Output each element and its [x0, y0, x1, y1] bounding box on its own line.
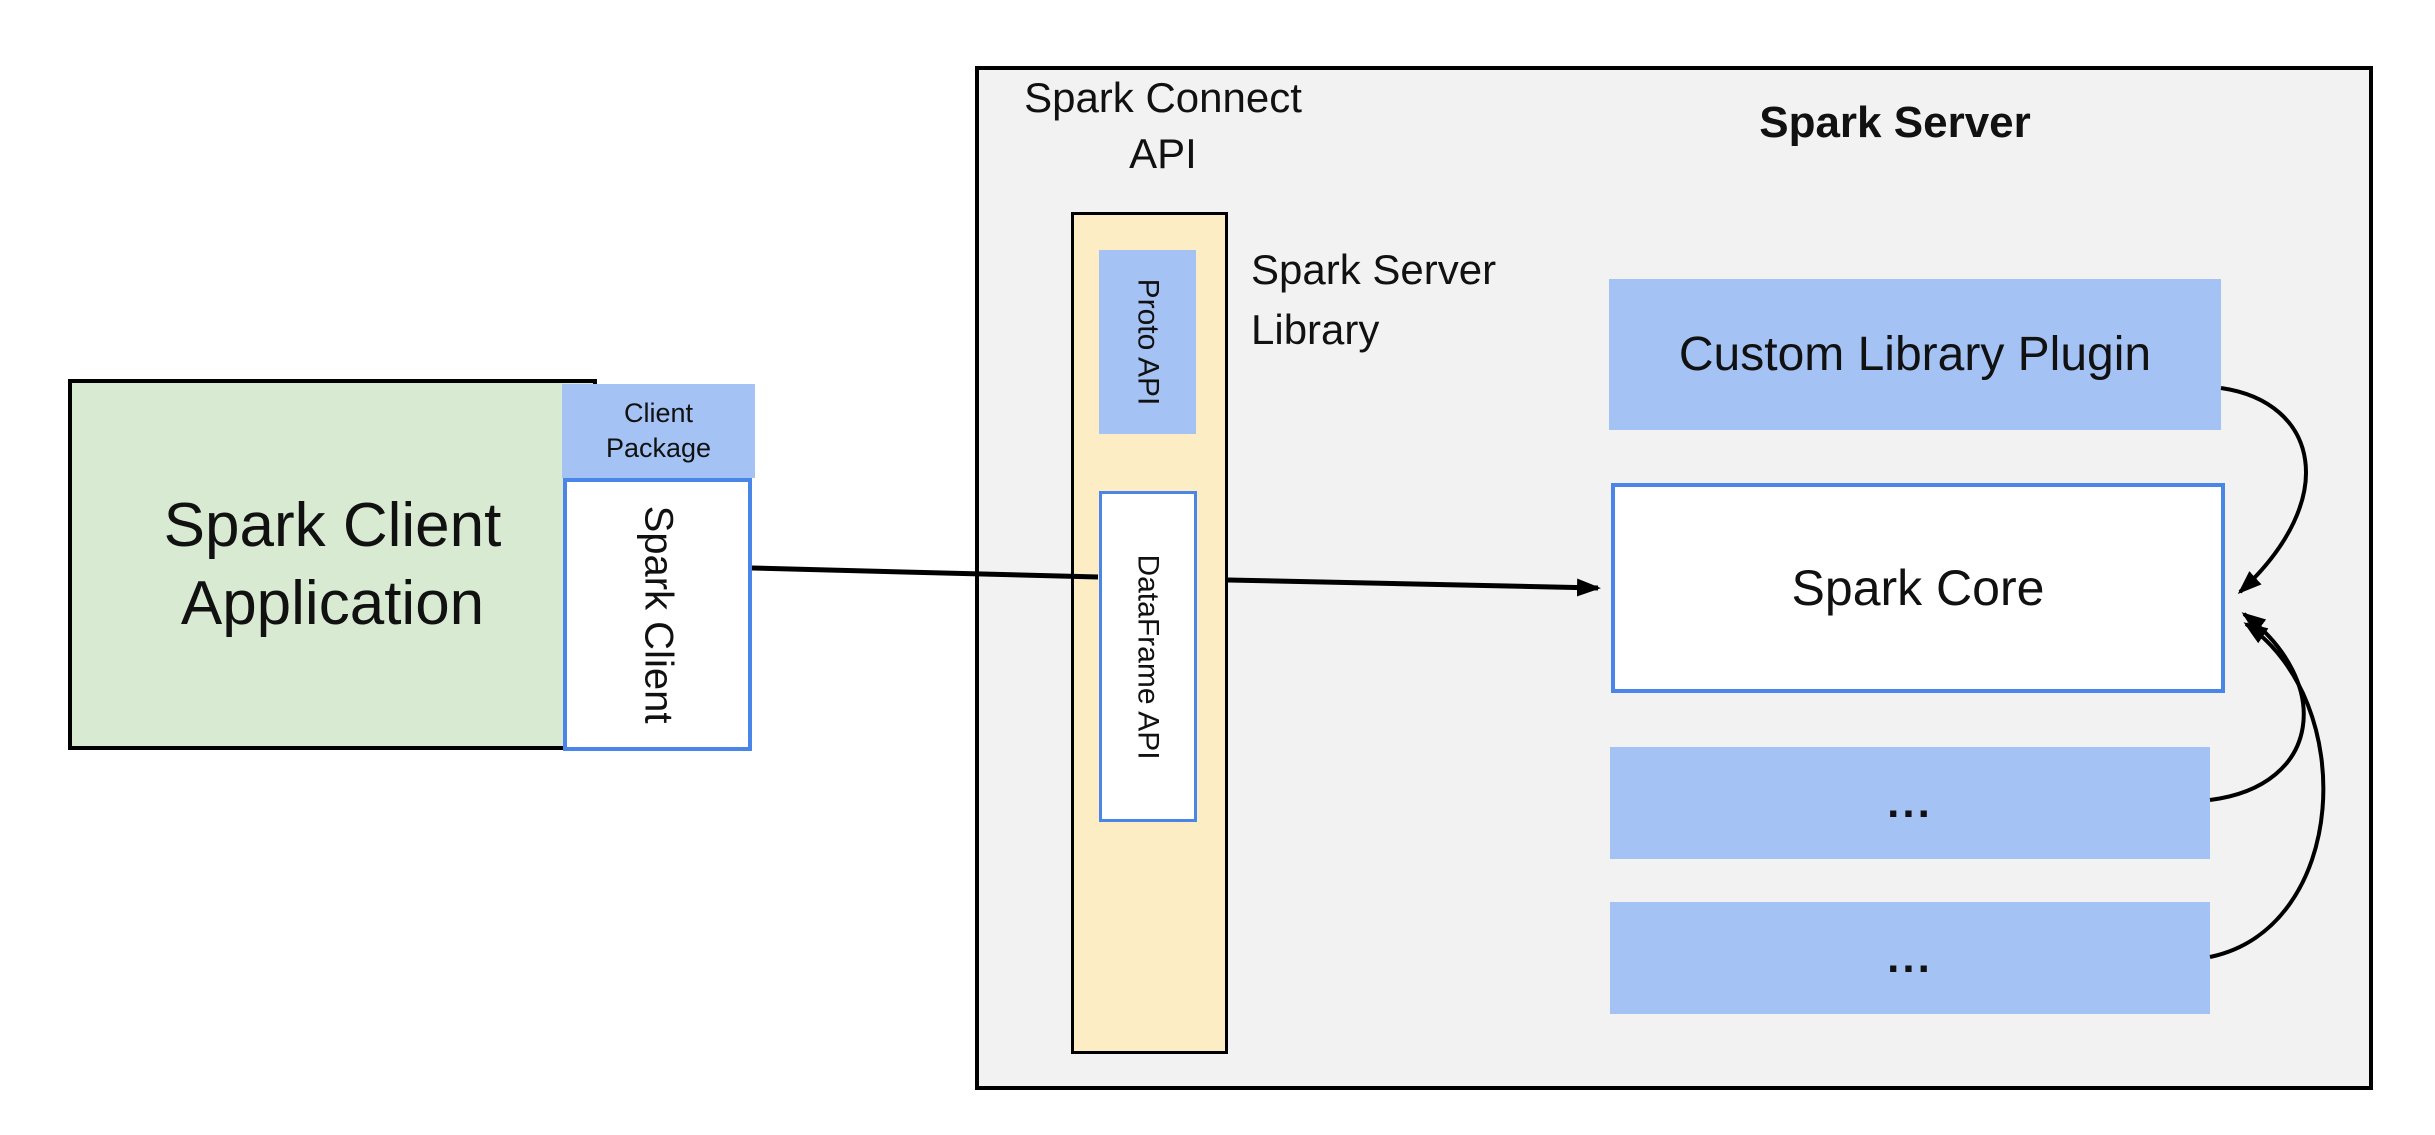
client-package-box: Client Package [562, 384, 755, 478]
spark-connect-api-label-line1: Spark Connect [1024, 74, 1302, 121]
client-package-label-line2: Package [605, 433, 712, 463]
custom-library-plugin-label: Custom Library Plugin [1678, 328, 2152, 381]
plugin-placeholder-box-2: ... [1610, 902, 2210, 1014]
proto-api-label: Proto API [1131, 278, 1165, 406]
spark-connect-api-label-line2: API [1129, 130, 1197, 177]
custom-library-plugin-box: Custom Library Plugin [1609, 279, 2221, 430]
spark-server-library-label: Spark Server Library [1251, 240, 1671, 360]
spark-server-library-label-line2: Library [1251, 306, 1380, 353]
proto-api-box: Proto API [1099, 250, 1196, 434]
spark-core-label: Spark Core [1791, 560, 2045, 616]
spark-core-box: Spark Core [1611, 483, 2225, 693]
dataframe-api-label: DataFrame API [1132, 553, 1166, 760]
spark-client-box: Spark Client [563, 478, 752, 751]
client-package-label-line1: Client [623, 398, 694, 428]
plugin-placeholder-label-2: ... [1887, 933, 1933, 982]
plugin-placeholder-box-1: ... [1610, 747, 2210, 859]
spark-client-application-label-line1: Spark Client [163, 490, 502, 560]
spark-client-label: Spark Client [636, 505, 680, 724]
spark-client-application-label-line2: Application [180, 568, 485, 638]
spark-connect-api-label: Spark Connect API [1013, 70, 1313, 182]
plugin-placeholder-label-1: ... [1887, 778, 1933, 827]
spark-server-library-label-line1: Spark Server [1251, 246, 1497, 293]
spark-client-application-box: Spark Client Application [68, 379, 597, 750]
dataframe-api-box: DataFrame API [1099, 491, 1197, 822]
spark-server-title: Spark Server [1759, 98, 2031, 147]
